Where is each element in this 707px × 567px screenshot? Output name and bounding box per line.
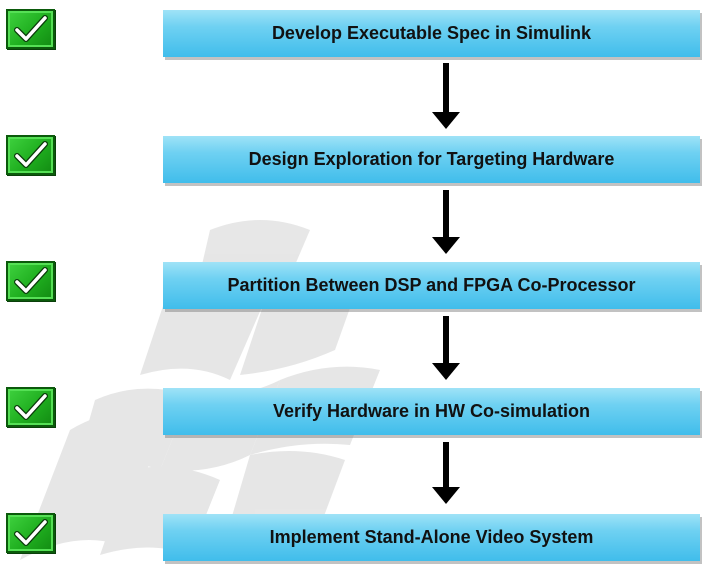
arrow-2-to-3 (431, 190, 461, 254)
step-1-label: Develop Executable Spec in Simulink (271, 23, 592, 43)
step-5-label: Implement Stand-Alone Video System (269, 527, 594, 547)
step-4-label: Verify Hardware in HW Co-simulation (272, 401, 591, 421)
arrow-4-to-5 (431, 442, 461, 504)
step-5-box: Implement Stand-Alone Video System (163, 514, 700, 561)
step-3-box: Partition Between DSP and FPGA Co-Proces… (163, 262, 700, 309)
step-5-status (6, 513, 55, 553)
step-4-box: Verify Hardware in HW Co-simulation (163, 388, 700, 435)
step-2-box: Design Exploration for Targeting Hardwar… (163, 136, 700, 183)
step-2-label: Design Exploration for Targeting Hardwar… (248, 149, 615, 169)
step-3-label: Partition Between DSP and FPGA Co-Proces… (227, 275, 636, 295)
arrow-1-to-2 (431, 63, 461, 129)
checkmark-icon (14, 15, 48, 42)
checkmark-icon (14, 519, 48, 546)
step-1-status (6, 9, 55, 49)
step-4-status (6, 387, 55, 427)
checkmark-icon (14, 141, 48, 168)
checkmark-icon (14, 393, 48, 420)
step-3-status (6, 261, 55, 301)
checkmark-icon (14, 267, 48, 294)
step-1-box: Develop Executable Spec in Simulink (163, 10, 700, 57)
step-2-status (6, 135, 55, 175)
arrow-3-to-4 (431, 316, 461, 380)
